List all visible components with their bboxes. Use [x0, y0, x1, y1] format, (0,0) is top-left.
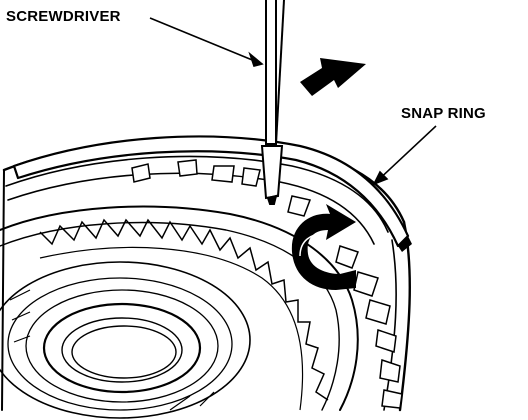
snap-ring-label: SNAP RING: [401, 105, 486, 122]
screwdriver-label: SCREWDRIVER: [6, 8, 121, 25]
curved-arrow-icon: [291, 204, 356, 290]
spline-teeth: [39, 218, 329, 401]
snap-ring-leader: [372, 125, 437, 186]
spline-teeth-inner: [39, 246, 304, 411]
snap-ring: [12, 135, 410, 248]
snap-ring-end: [398, 236, 412, 252]
hub-shading: [9, 289, 215, 411]
piston-rings: [0, 261, 251, 419]
drum-rim-tabs: [131, 159, 403, 409]
screwdriver: [260, 0, 285, 205]
screwdriver-leader: [149, 17, 264, 67]
arrow-right-icon: [300, 58, 366, 96]
inner-hub: [0, 205, 359, 411]
